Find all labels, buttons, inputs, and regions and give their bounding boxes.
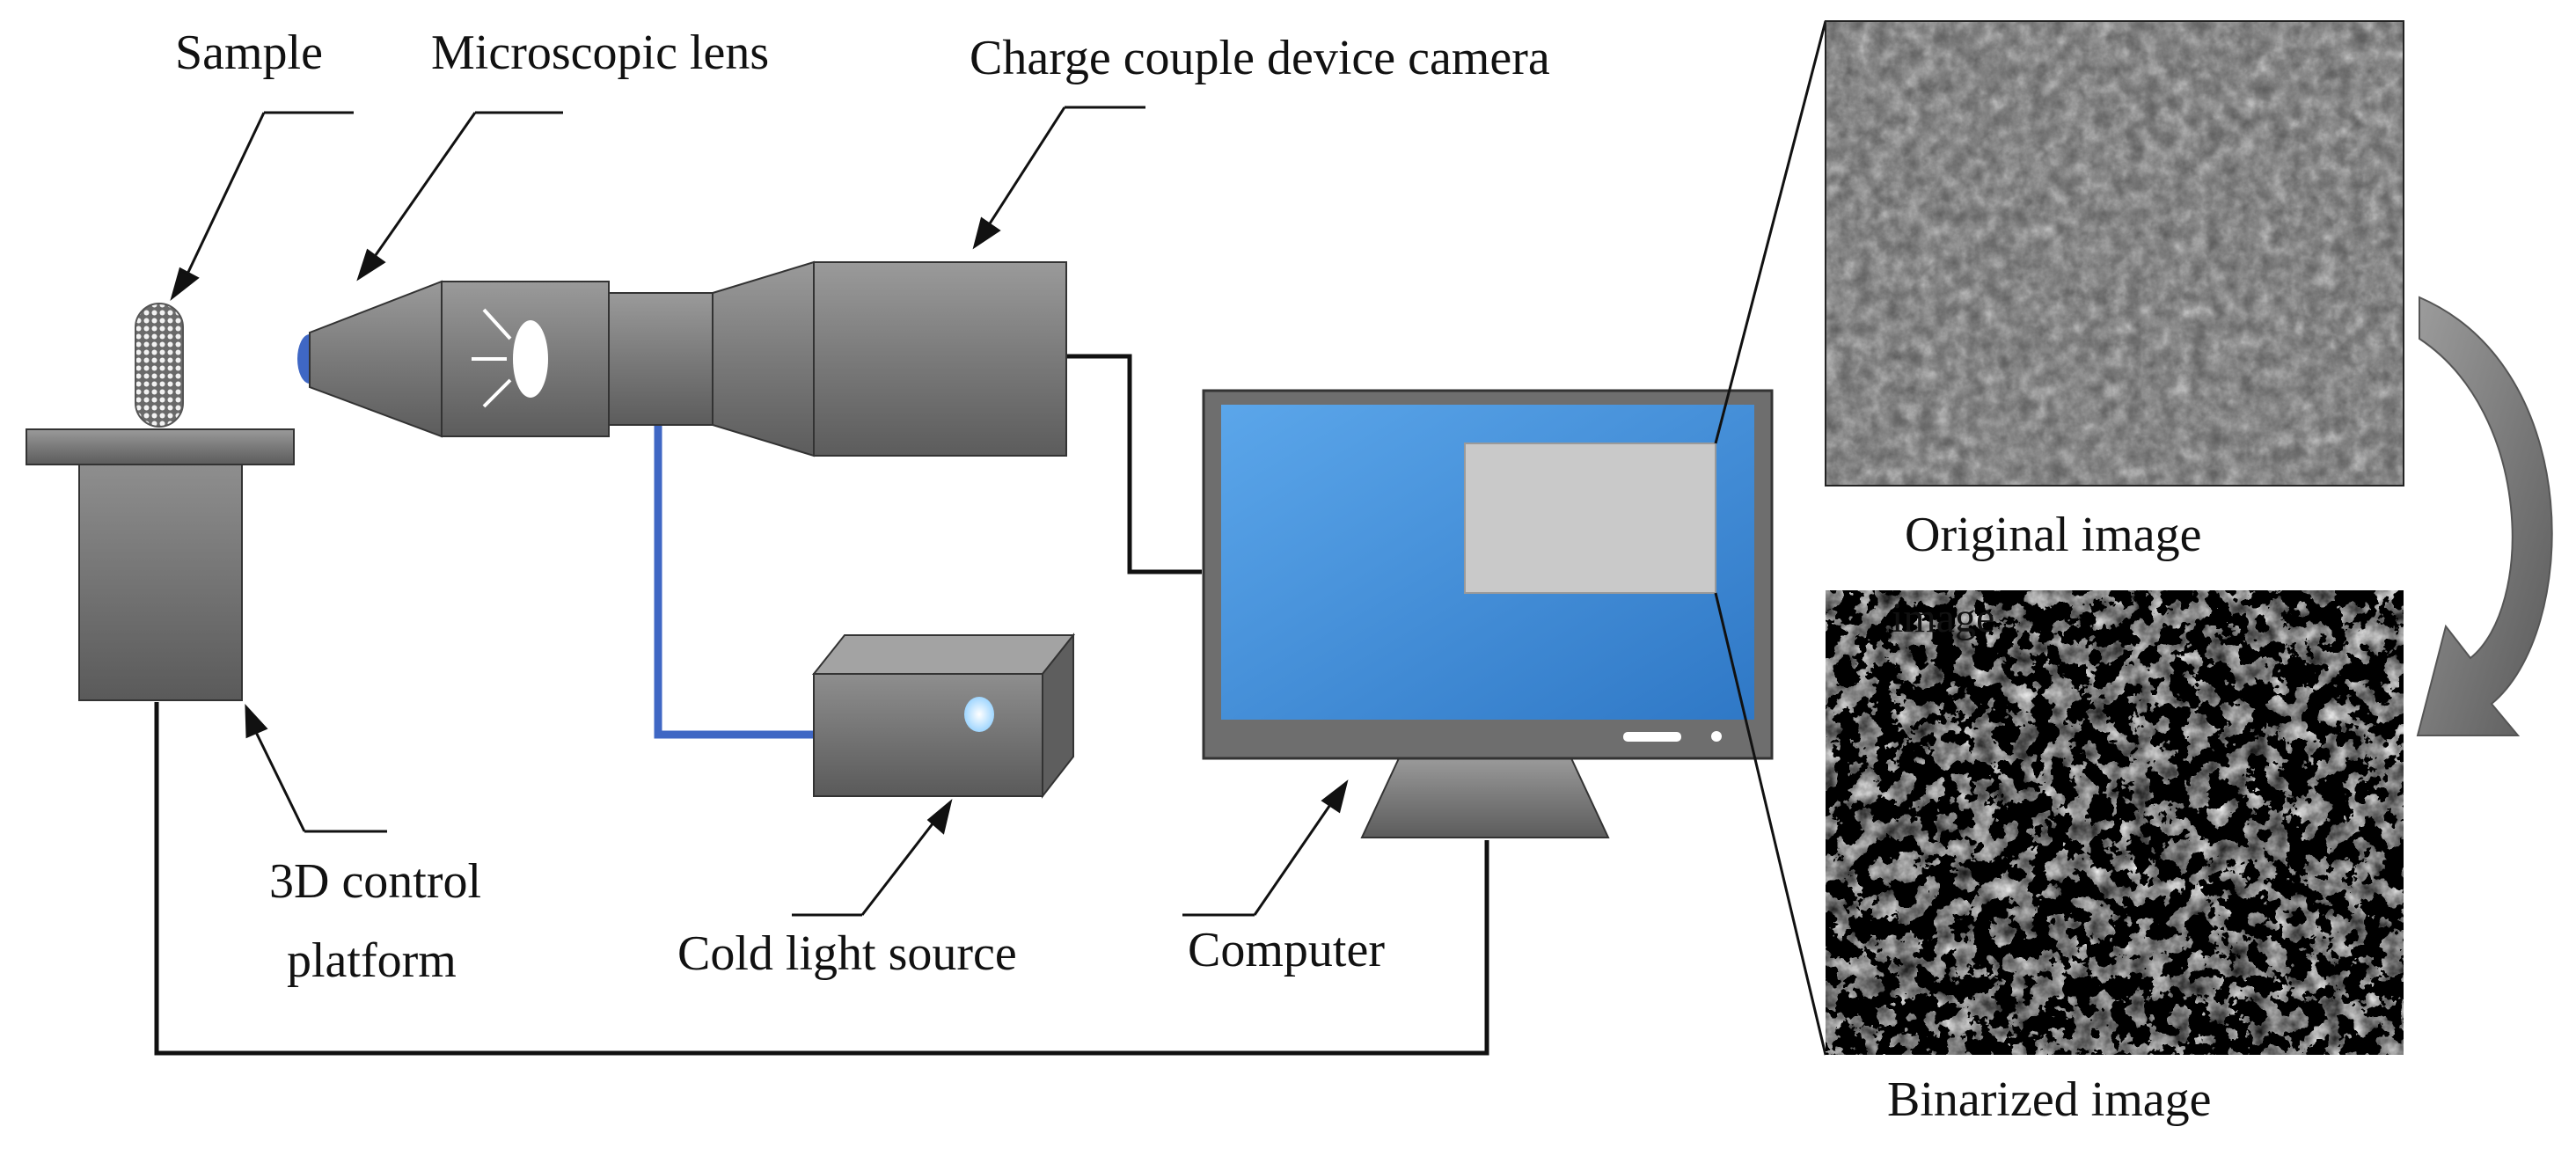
computer-monitor: [1202, 389, 1774, 838]
label-3d-control-line2: platform: [287, 933, 457, 988]
original-image: [1825, 20, 2404, 487]
3d-control-platform: [26, 428, 295, 701]
monitor-stand: [1360, 757, 1610, 838]
cold-light-source-box: [811, 633, 1076, 799]
leader-arrows: [170, 106, 1349, 917]
cable-platform-to-computer: [154, 702, 1489, 1056]
label-cold-light-source: Cold light source: [677, 926, 1017, 981]
label-original-image: Original image: [1905, 508, 2201, 562]
platform-leader: [245, 704, 387, 833]
curved-arrow: [2416, 296, 2553, 736]
power-bar: [1623, 732, 1681, 742]
label-computer: Computer: [1188, 923, 1385, 977]
power-dot: [1711, 731, 1722, 742]
ccd-camera: [813, 261, 1067, 457]
sample-leader: [170, 111, 354, 302]
labels: Sample Microscopic lens Charge couple de…: [175, 26, 2212, 1127]
label-ccd-camera: Charge couple device camera: [970, 31, 1550, 85]
light-indicator: [964, 697, 994, 732]
label-sample: Sample: [175, 26, 323, 80]
microscope-assembly: [297, 260, 815, 457]
lamp-bulb: [513, 320, 548, 398]
binarized-image: image: [1826, 590, 2404, 1055]
light-source-leader: [792, 798, 953, 917]
label-microscopic-lens: Microscopic lens: [431, 26, 769, 80]
microscopic-lens: [309, 280, 443, 438]
binarized-overlay-text: image: [1892, 595, 1994, 641]
camera-leader: [972, 106, 1145, 250]
image-window: [1464, 443, 1716, 594]
label-3d-control-line1: 3D control: [269, 854, 481, 909]
sample-specimen: [135, 303, 184, 428]
lamp-rays: [472, 308, 512, 408]
lens-tube: [608, 292, 714, 426]
cable-camera-to-computer: [1066, 354, 1202, 574]
label-binarized-image: Binarized image: [1887, 1072, 2212, 1127]
lens-leader: [356, 111, 563, 282]
zoom-lines: [1714, 20, 1827, 1056]
computer-leader: [1182, 779, 1349, 917]
camera-adapter: [712, 260, 815, 457]
